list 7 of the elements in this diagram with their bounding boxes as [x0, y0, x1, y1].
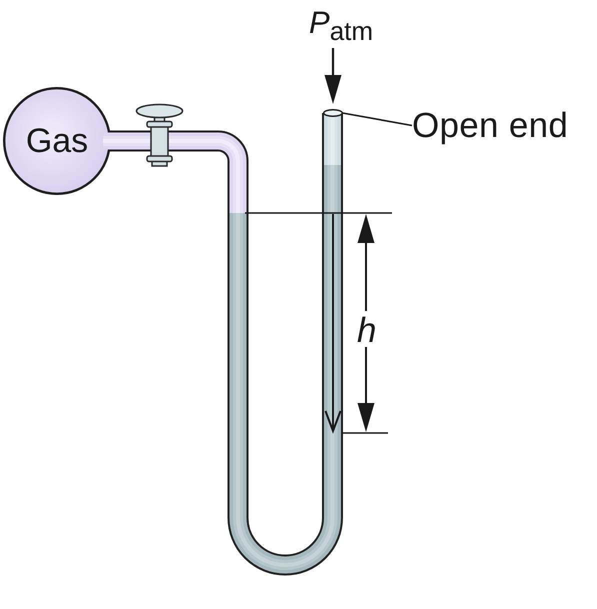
bulb-label: Gas	[26, 124, 88, 158]
tube-opening	[322, 109, 342, 117]
height-label: h	[357, 313, 376, 348]
pressure-label: P$_{atm}$	[309, 7, 374, 38]
callout-text: Open end	[412, 108, 568, 143]
gas-bulb	[3, 87, 111, 195]
leader-line	[342, 112, 412, 126]
